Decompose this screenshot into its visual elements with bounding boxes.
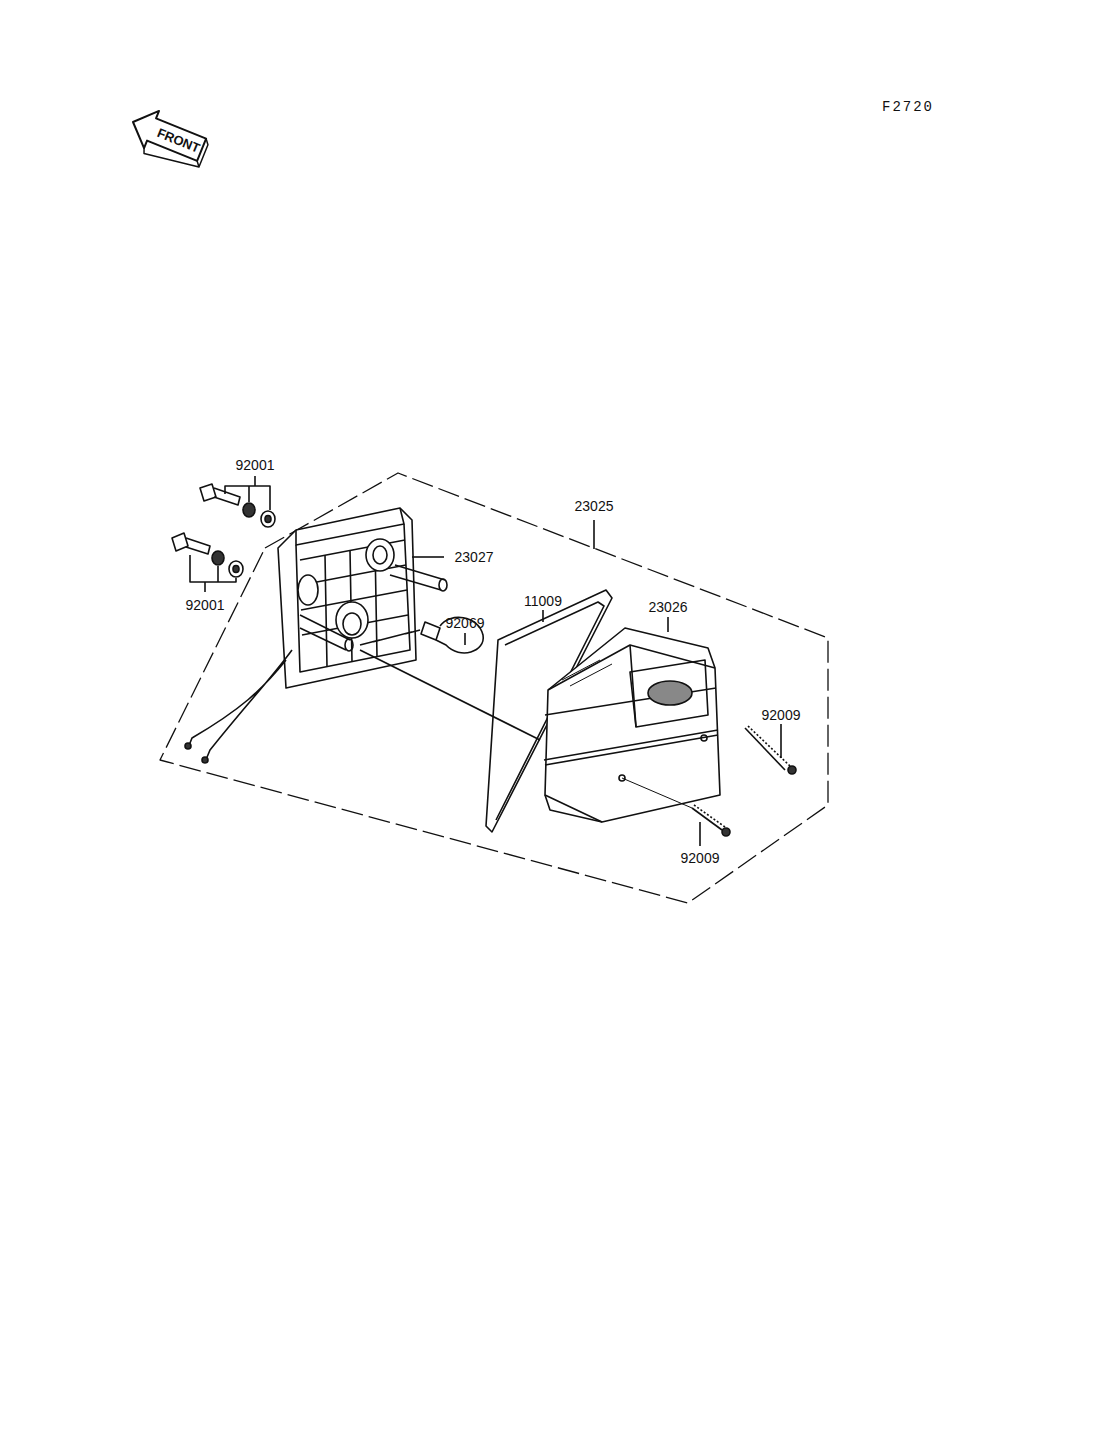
- assembly-outline: [160, 473, 828, 903]
- base-plate: [185, 508, 447, 763]
- bolt-set: [172, 476, 275, 592]
- lens-cover: [544, 617, 720, 822]
- leader-line: [593, 520, 595, 549]
- figure-number: F2720: [882, 99, 934, 115]
- screw: [622, 724, 796, 846]
- front-arrow: [124, 103, 213, 174]
- callout-number: 11009: [524, 593, 562, 609]
- callout-number: 92001: [236, 457, 275, 473]
- callout-number: 92001: [186, 597, 225, 613]
- callout-number: 92009: [681, 850, 720, 866]
- callout-number: 23025: [575, 498, 614, 514]
- callout-number: 23027: [455, 549, 494, 565]
- callout-number: 92069: [446, 615, 485, 631]
- callout-number: 92009: [762, 707, 801, 723]
- callout-number: 23026: [649, 599, 688, 615]
